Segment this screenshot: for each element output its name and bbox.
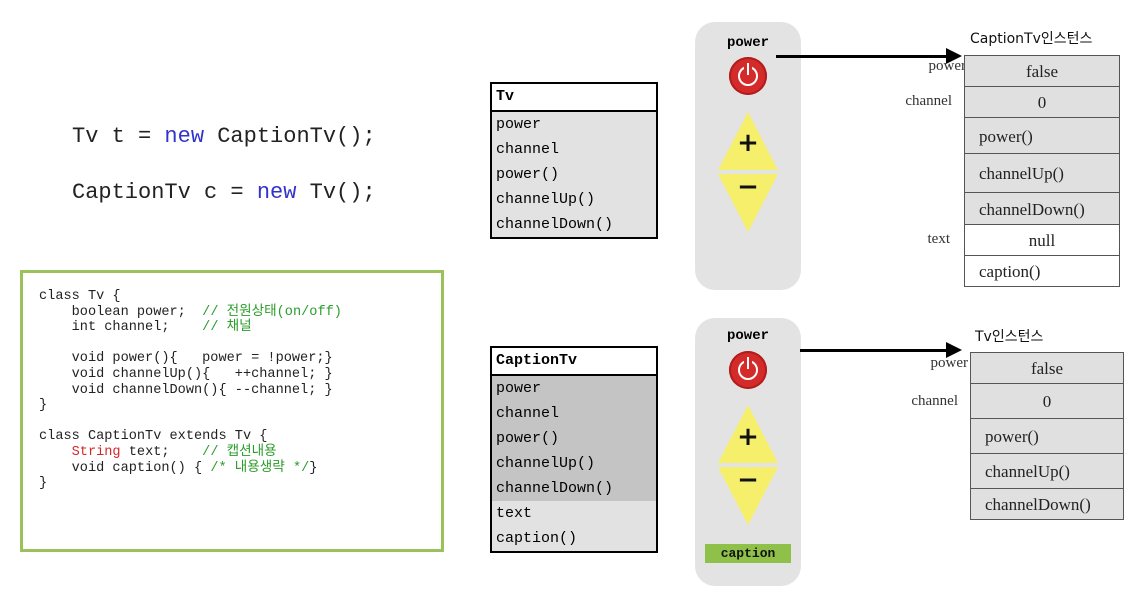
- field-label-channel: channel: [905, 93, 952, 109]
- code-line: class CaptionTv extends Tv {: [39, 429, 268, 445]
- code-line: }: [39, 398, 48, 414]
- instance-cell-method: channelDown(): [970, 488, 1124, 520]
- keyword-new: new: [256, 180, 297, 205]
- code-comment: /* 내용생략 */: [210, 460, 310, 476]
- code-line: boolean power; // 전원상태(on/off): [39, 305, 342, 321]
- class-member: text: [492, 501, 656, 526]
- captiontv-remote-control: power + − caption: [695, 318, 801, 586]
- captiontv-class-box: CaptionTv power channel power() channelU…: [490, 346, 658, 553]
- code-text: boolean power;: [39, 304, 203, 320]
- code-type: String: [71, 444, 121, 460]
- statement-part: Tv t =: [72, 124, 165, 149]
- arrow-head-icon: [946, 48, 962, 64]
- instance-cell-method: power(): [970, 418, 1124, 454]
- instance-cell-method: channelUp(): [970, 453, 1124, 489]
- power-button-icon[interactable]: [729, 57, 767, 95]
- instance-cell-method: channelUp(): [964, 153, 1120, 193]
- remote-title: power: [726, 328, 769, 344]
- instance-cell-method: channelDown(): [964, 192, 1120, 225]
- tv-class-box: Tv power channel power() channelUp() cha…: [490, 82, 658, 239]
- class-name: CaptionTv: [492, 348, 656, 376]
- reference-arrow: [800, 349, 950, 352]
- statement-tv-t: Tv t = new CaptionTv();: [72, 124, 376, 149]
- code-text: void caption() {: [39, 460, 211, 476]
- channel-down-button[interactable]: [718, 174, 778, 232]
- class-name: Tv: [492, 84, 656, 112]
- instance-title: CaptionTv인스턴스: [970, 31, 1093, 47]
- arrow-head-icon: [946, 342, 962, 358]
- field-label-power: power: [930, 355, 969, 371]
- tv-remote-control: power + −: [695, 22, 801, 290]
- plus-icon: +: [737, 422, 759, 452]
- code-line: int channel; // 채널: [39, 320, 342, 336]
- code-listing: class Tv { boolean power; // 전원상태(on/off…: [39, 289, 342, 492]
- statement-captiontv-c: CaptionTv c = new Tv();: [72, 180, 376, 205]
- field-label-power: power: [928, 58, 967, 74]
- class-member: channel: [492, 137, 656, 162]
- class-member: channelUp(): [492, 451, 656, 476]
- code-comment: // 캡션내용: [202, 444, 277, 460]
- class-member: channel: [492, 401, 656, 426]
- code-line: String text; // 캡션내용: [39, 445, 342, 461]
- code-line: }: [39, 476, 48, 492]
- code-listing-box: class Tv { boolean power; // 전원상태(on/off…: [20, 270, 444, 552]
- code-text: text;: [120, 444, 203, 460]
- class-member: caption(): [492, 526, 656, 551]
- remote-title: power: [726, 35, 769, 51]
- instance-cell-channel: 0: [964, 86, 1120, 118]
- class-member: power(): [492, 426, 656, 451]
- statement-part: Tv();: [296, 180, 376, 205]
- code-text: }: [309, 460, 318, 476]
- keyword-new: new: [164, 124, 205, 149]
- instance-cell-text: null: [964, 224, 1120, 256]
- code-line: [39, 414, 342, 430]
- code-comment: // 전원상태(on/off): [202, 304, 342, 320]
- statement-part: CaptionTv c =: [72, 180, 257, 205]
- instance-cell-channel: 0: [970, 383, 1124, 419]
- class-member: power(): [492, 162, 656, 187]
- field-label-channel: channel: [911, 393, 958, 409]
- code-line: void caption() { /* 내용생략 */}: [39, 461, 342, 477]
- minus-icon: −: [737, 465, 759, 495]
- minus-icon: −: [737, 172, 759, 202]
- class-member: power: [492, 112, 656, 137]
- channel-down-button[interactable]: [718, 467, 778, 525]
- instance-cell-method: power(): [964, 117, 1120, 154]
- instance-title: Tv인스턴스: [975, 329, 1044, 345]
- code-line: void channelDown(){ --channel; }: [39, 382, 333, 398]
- plus-icon: +: [737, 128, 759, 158]
- class-member: channelDown(): [492, 476, 656, 501]
- code-line: class Tv {: [39, 289, 121, 304]
- reference-arrow: [776, 55, 950, 58]
- instance-cell-power: false: [970, 352, 1124, 384]
- class-member: channelUp(): [492, 187, 656, 212]
- caption-button[interactable]: caption: [705, 544, 791, 563]
- channel-up-button[interactable]: [718, 405, 778, 463]
- code-line: [39, 336, 342, 352]
- class-member: channelDown(): [492, 212, 656, 237]
- instance-cell-power: false: [964, 55, 1120, 87]
- code-comment: // 채널: [202, 320, 252, 336]
- code-line: void power(){ power = !power;}: [39, 351, 333, 367]
- class-member: power: [492, 376, 656, 401]
- instance-cell-method: caption(): [964, 255, 1120, 287]
- statement-part: CaptionTv();: [204, 124, 376, 149]
- code-text: int channel;: [39, 320, 203, 336]
- field-label-text: text: [927, 231, 951, 247]
- code-line: void channelUp(){ ++channel; }: [39, 366, 333, 382]
- power-button-icon[interactable]: [729, 351, 767, 389]
- channel-up-button[interactable]: [718, 112, 778, 170]
